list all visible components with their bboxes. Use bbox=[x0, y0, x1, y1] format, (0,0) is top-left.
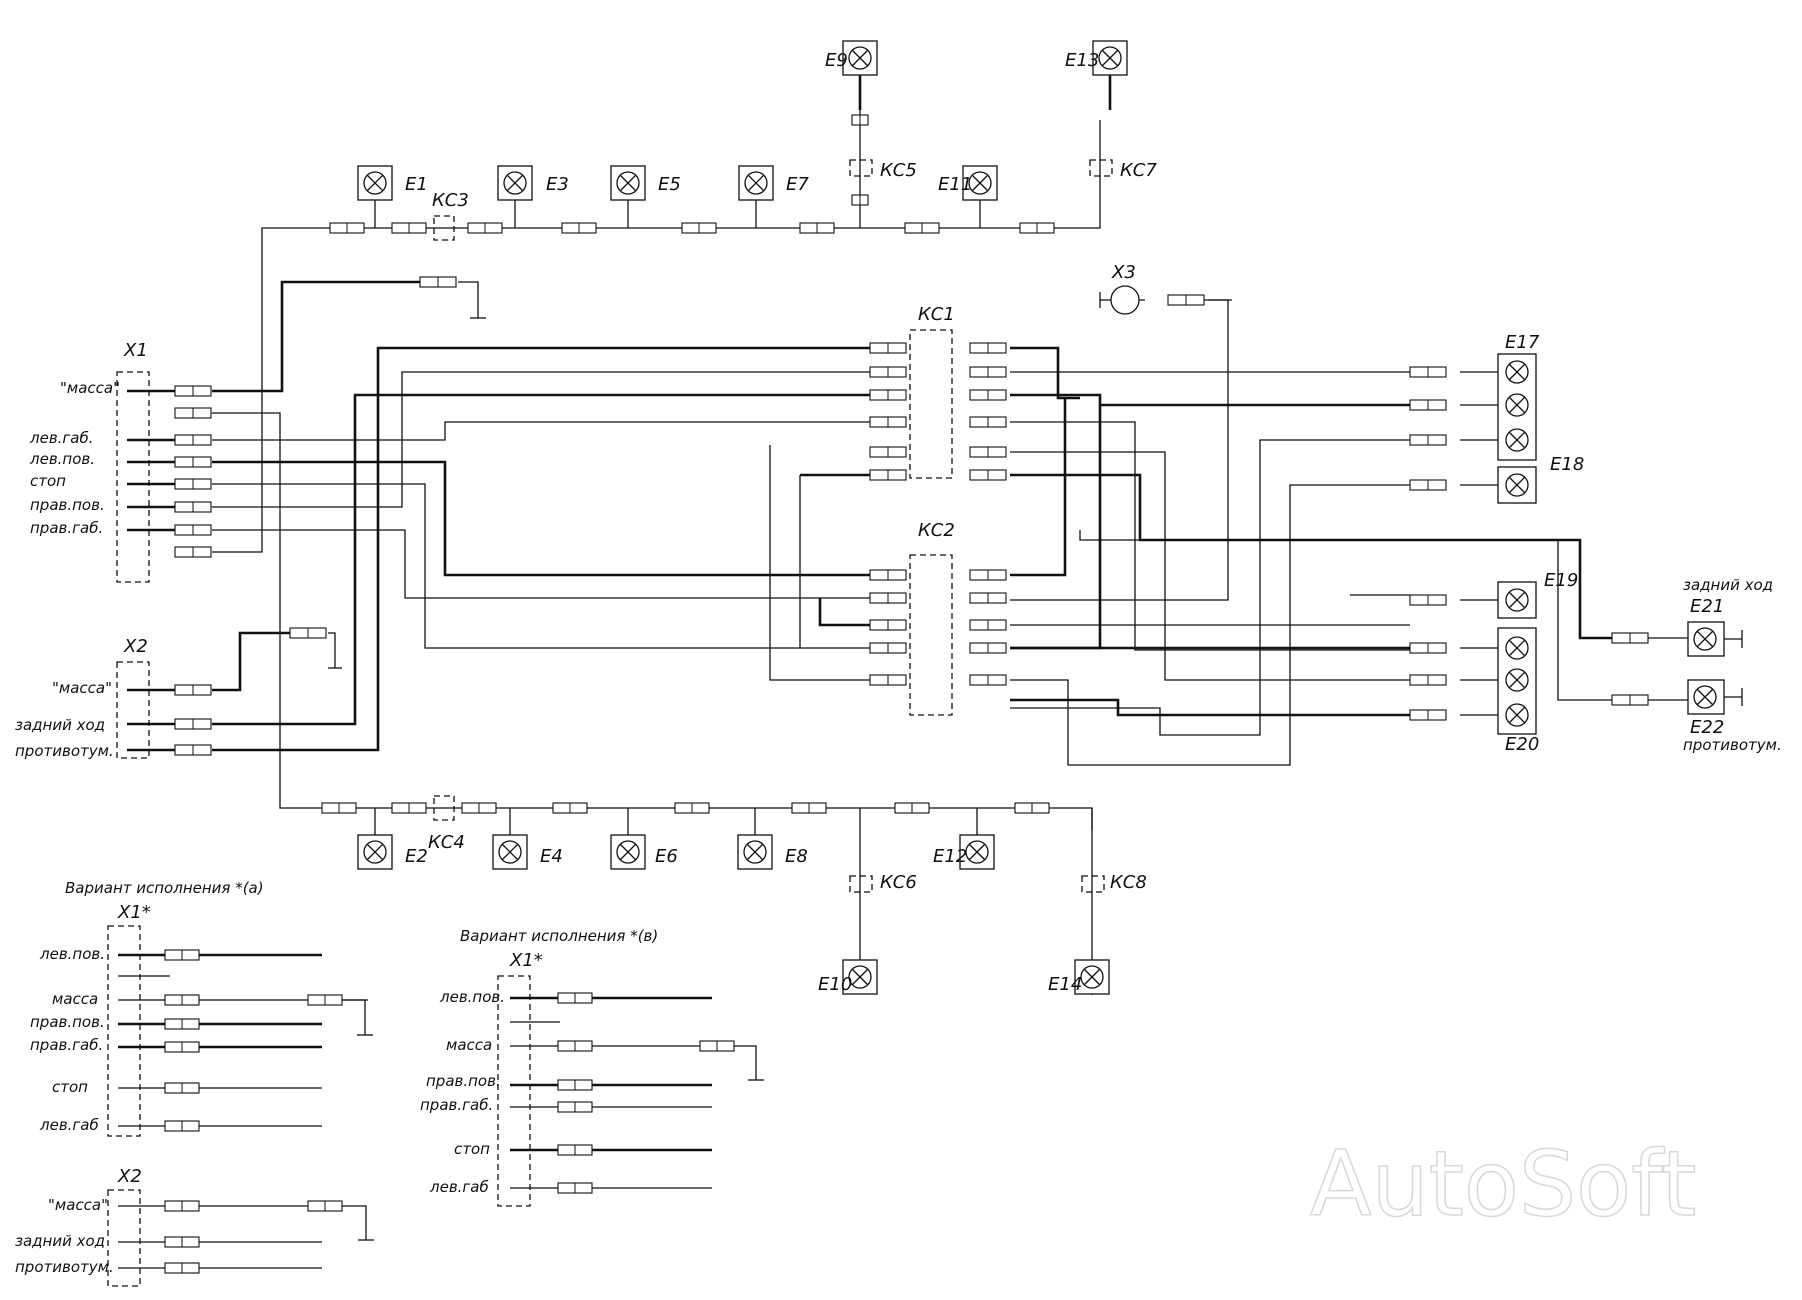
e6-label: E6 bbox=[655, 846, 678, 867]
e6-lamp bbox=[610, 834, 646, 870]
right-lamp-bulb bbox=[1505, 703, 1529, 727]
e1-label: E1 bbox=[405, 174, 428, 195]
x1-pin-prav-pov: прав.пов. bbox=[30, 496, 105, 514]
e3-lamp bbox=[497, 165, 533, 201]
x3-connector: X3 bbox=[1110, 262, 1140, 315]
right-lamp-bulb bbox=[1505, 428, 1529, 452]
e18-label: E18 bbox=[1550, 454, 1584, 475]
x1-pin-massa: "масса" bbox=[60, 379, 120, 397]
variant-a-x2-pin-zadniy: задний ход bbox=[15, 1232, 105, 1250]
kc8-label: КС8 bbox=[1110, 872, 1147, 893]
x3-label: X3 bbox=[1111, 262, 1136, 283]
x1-pin-lev-gab: лев.габ. bbox=[29, 429, 94, 447]
x2-connector: X2 "масса" задний ход противотум. bbox=[15, 636, 150, 760]
x1-pin-lev-pov: лев.пов. bbox=[29, 450, 95, 468]
right-lamp-bulb bbox=[1505, 668, 1529, 692]
variant-b-x1-label: X1* bbox=[509, 950, 543, 971]
kc6-label: КС6 bbox=[880, 872, 917, 893]
e14-lamp bbox=[1074, 959, 1110, 995]
variant-b-pin-massa: масса bbox=[446, 1036, 492, 1054]
variant-a-x1-label: X1* bbox=[117, 902, 151, 923]
e8-lamp bbox=[737, 834, 773, 870]
variant-a-pin-prav-pov: прав.пов. bbox=[30, 1013, 105, 1031]
variant-b: Вариант исполнения *(в) X1* лев.пов. мас… bbox=[420, 927, 764, 1207]
x1-pin-prav-gab: прав.габ. bbox=[30, 519, 103, 537]
right-lamp-bulb bbox=[1693, 627, 1717, 651]
e2-label: E2 bbox=[405, 846, 428, 867]
e8-label: E8 bbox=[785, 846, 808, 867]
e5-lamp bbox=[610, 165, 646, 201]
x2-label: X2 bbox=[123, 636, 148, 657]
kc5-label: КС5 bbox=[880, 160, 917, 181]
right-lamps: E17 E18 E19 E20 E21 E22 задний ход проти… bbox=[1460, 332, 1782, 755]
e7-label: E7 bbox=[786, 174, 809, 195]
kc1-label: КС1 bbox=[918, 304, 955, 325]
right-lamp-bulb bbox=[1505, 393, 1529, 417]
e22-label: E22 bbox=[1690, 717, 1724, 738]
right-lamp-bulb bbox=[1505, 473, 1529, 497]
variant-b-pin-prav-gab: прав.габ. bbox=[420, 1096, 493, 1114]
e9-label: E9 bbox=[825, 50, 848, 71]
e5-label: E5 bbox=[658, 174, 681, 195]
right-lamp-bulb bbox=[1505, 636, 1529, 660]
variant-a-pin-lev-gab: лев.габ bbox=[39, 1116, 99, 1134]
e11-label: E11 bbox=[938, 174, 972, 195]
e21-caption: задний ход bbox=[1683, 576, 1773, 594]
e14-label: E14 bbox=[1048, 974, 1082, 995]
x2-pin-zadniy-hod: задний ход bbox=[15, 716, 105, 734]
e21-label: E21 bbox=[1690, 596, 1724, 617]
variant-a-x2-pin-massa: "масса" bbox=[48, 1196, 108, 1214]
bottom-lamp-chain bbox=[321, 795, 1105, 995]
kc2-block bbox=[909, 554, 953, 716]
e10-lamp bbox=[842, 959, 878, 995]
e22-caption: противотум. bbox=[1683, 736, 1782, 754]
e3-label: E3 bbox=[546, 174, 569, 195]
e9-lamp bbox=[842, 40, 878, 76]
e12-lamp bbox=[959, 834, 995, 870]
x1-pin-stop: стоп bbox=[30, 472, 66, 490]
variant-b-pin-prav-pov: прав.пов. bbox=[426, 1072, 501, 1090]
variant-a-pin-stop: стоп bbox=[52, 1078, 88, 1096]
variant-b-pin-lev-pov: лев.пов. bbox=[439, 988, 505, 1006]
watermark: AutoSoft bbox=[1310, 1132, 1697, 1237]
e11-lamp bbox=[962, 165, 998, 201]
e13-label: E13 bbox=[1065, 50, 1099, 71]
variant-a-x2-pin-protivotum: противотум. bbox=[15, 1258, 114, 1276]
kc2-label: КС2 bbox=[918, 520, 955, 541]
e19-label: E19 bbox=[1544, 570, 1578, 591]
e20-label: E20 bbox=[1505, 734, 1539, 755]
variant-a: Вариант исполнения *(а) X1* лев.пов. мас… bbox=[15, 879, 374, 1287]
e4-lamp bbox=[492, 834, 528, 870]
e1-lamp bbox=[357, 165, 393, 201]
kc4-label: КС4 bbox=[428, 832, 465, 853]
x2-pin-protivotum: противотум. bbox=[15, 742, 114, 760]
e13-lamp bbox=[1092, 40, 1128, 76]
x2-pin-massa: "масса" bbox=[52, 679, 112, 697]
variant-b-pin-stop: стоп bbox=[454, 1140, 490, 1158]
e10-label: E10 bbox=[818, 974, 852, 995]
right-lamp-bulb bbox=[1505, 360, 1529, 384]
e7-lamp bbox=[738, 165, 774, 201]
variant-a-pin-massa: масса bbox=[52, 990, 98, 1008]
main-wiring bbox=[127, 280, 1612, 830]
kc7-label: КС7 bbox=[1120, 160, 1157, 181]
variant-a-pin-lev-pov: лев.пов. bbox=[39, 945, 105, 963]
e2-lamp bbox=[357, 834, 393, 870]
right-lamp-bulb bbox=[1505, 588, 1529, 612]
variant-a-pin-prav-gab: прав.габ. bbox=[30, 1036, 103, 1054]
top-lamp-chain bbox=[261, 90, 1113, 392]
e17-label: E17 bbox=[1505, 332, 1540, 353]
kc3-label: КС3 bbox=[432, 190, 469, 211]
variant-b-pin-lev-gab: лев.габ bbox=[429, 1178, 489, 1196]
e4-label: E4 bbox=[540, 846, 563, 867]
variant-a-x2-label: X2 bbox=[117, 1166, 142, 1187]
variant-b-title: Вариант исполнения *(в) bbox=[460, 927, 658, 945]
e12-label: E12 bbox=[933, 846, 967, 867]
x1-label: X1 bbox=[123, 340, 148, 361]
right-lamp-bulb bbox=[1693, 685, 1717, 709]
kc1-block bbox=[909, 329, 953, 479]
x1-connector: X1 "масса" лев.габ. лев.пов. стоп прав.п… bbox=[29, 340, 150, 583]
variant-a-title: Вариант исполнения *(а) bbox=[65, 879, 264, 897]
